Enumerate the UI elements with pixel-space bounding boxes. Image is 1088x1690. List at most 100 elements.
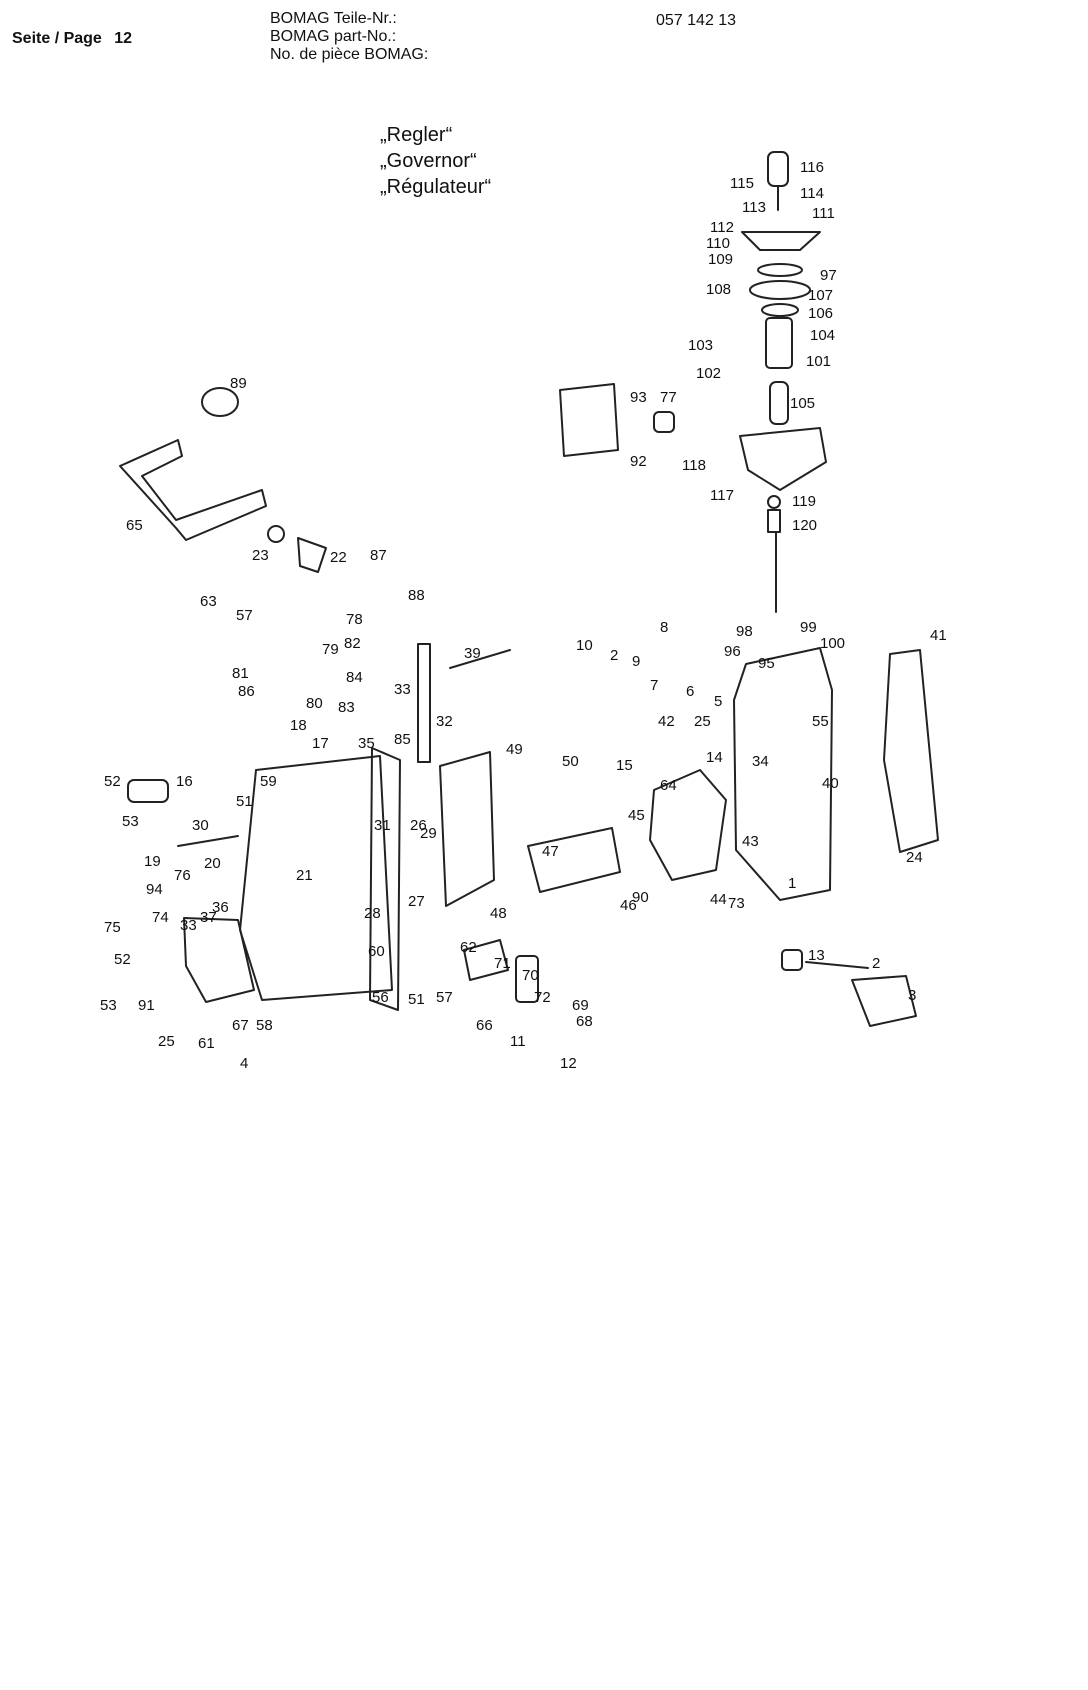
piston <box>769 381 789 425</box>
callout-89: 89 <box>230 375 247 392</box>
lever-shaft <box>449 649 511 669</box>
callout-5: 5 <box>714 693 722 710</box>
governor-cap <box>767 151 789 187</box>
callout-108: 108 <box>706 281 731 298</box>
cover-plate <box>439 751 495 907</box>
callout-66: 66 <box>476 1017 493 1034</box>
guide-bracket <box>515 955 539 1003</box>
callout-112: 112 <box>710 219 734 236</box>
callout-68: 68 <box>576 1013 593 1030</box>
diagram-titles: „Regler“ „Governor“ „Régulateur“ <box>380 122 491 200</box>
callout-35: 35 <box>358 735 375 752</box>
callout-37: 37 <box>200 909 217 926</box>
callout-82: 82 <box>344 635 361 652</box>
callout-75: 75 <box>104 919 121 936</box>
callout-94: 94 <box>146 881 163 898</box>
ring <box>267 525 285 543</box>
housing-gasket <box>883 649 939 853</box>
callout-39: 39 <box>464 645 481 662</box>
callout-3: 3 <box>908 987 916 1004</box>
callout-33: 33 <box>180 917 197 934</box>
spring-sleeve <box>765 317 793 369</box>
callout-84: 84 <box>346 669 363 686</box>
callout-70: 70 <box>522 967 539 984</box>
part-drawings <box>119 151 939 1027</box>
callout-23: 23 <box>252 547 269 564</box>
callout-2: 2 <box>872 955 880 972</box>
callout-72: 72 <box>534 989 551 1006</box>
partno-label-en: BOMAG part-No.: <box>270 28 397 45</box>
callout-91: 91 <box>138 997 155 1014</box>
callout-100: 100 <box>820 635 845 652</box>
callout-115: 115 <box>730 175 754 192</box>
title-fr: „Régulateur“ <box>380 176 492 198</box>
callout-53: 53 <box>100 997 117 1014</box>
callout-64: 64 <box>660 777 677 794</box>
callout-104: 104 <box>810 327 835 344</box>
seal <box>767 495 781 509</box>
stud <box>805 961 869 969</box>
callout-29: 29 <box>420 825 437 842</box>
callout-51: 51 <box>236 793 253 810</box>
page-indicator: Seite / Page 12 <box>12 30 132 48</box>
control-lever <box>417 643 431 763</box>
page-label: Seite / Page <box>12 30 102 47</box>
callout-120: 120 <box>792 517 817 534</box>
callout-33: 33 <box>394 681 411 698</box>
fitting-left <box>127 779 169 803</box>
page-number: 12 <box>114 30 133 47</box>
callout-36: 36 <box>212 899 229 916</box>
callout-44: 44 <box>710 891 727 908</box>
callout-117: 117 <box>710 487 734 504</box>
callout-25: 25 <box>694 713 711 730</box>
flyweight-carrier <box>649 769 727 881</box>
callout-102: 102 <box>696 365 721 382</box>
callout-20: 20 <box>204 855 221 872</box>
governor-housing <box>733 647 833 901</box>
callout-10: 10 <box>576 637 593 654</box>
callout-31: 31 <box>374 817 391 834</box>
cover-12 <box>851 975 917 1027</box>
sleeve <box>463 939 509 981</box>
callout-52: 52 <box>104 773 121 790</box>
callout-62: 62 <box>460 939 477 956</box>
plug <box>297 537 327 573</box>
callout-4: 4 <box>240 1055 248 1072</box>
o-ring <box>761 303 799 317</box>
rod-20 <box>177 835 239 847</box>
partno-label-fr: No. de pièce BOMAG: <box>270 46 429 63</box>
callout-41: 41 <box>930 627 947 644</box>
callout-119: 119 <box>792 493 816 510</box>
callout-78: 78 <box>346 611 363 628</box>
callout-95: 95 <box>758 655 775 672</box>
callout-69: 69 <box>572 997 589 1014</box>
callout-32: 32 <box>436 713 453 730</box>
callout-16: 16 <box>176 773 193 790</box>
title-en: „Governor“ <box>380 150 477 172</box>
callout-15: 15 <box>616 757 633 774</box>
fitting <box>653 411 675 433</box>
callout-99: 99 <box>800 619 817 636</box>
callout-42: 42 <box>658 713 675 730</box>
callout-83: 83 <box>338 699 355 716</box>
callout-85: 85 <box>394 731 411 748</box>
callout-50: 50 <box>562 753 579 770</box>
callout-14: 14 <box>706 749 723 766</box>
callout-58: 58 <box>256 1017 273 1034</box>
callout-92: 92 <box>630 453 647 470</box>
spring-sleeve-assembly <box>527 827 621 893</box>
callout-77: 77 <box>660 389 677 406</box>
callout-61: 61 <box>198 1035 215 1052</box>
callout-9: 9 <box>632 653 640 670</box>
callout-118: 118 <box>682 457 706 474</box>
callout-30: 30 <box>192 817 209 834</box>
callout-74: 74 <box>152 909 169 926</box>
callout-2: 2 <box>610 647 618 664</box>
callout-51: 51 <box>408 991 425 1008</box>
callout-13: 13 <box>808 947 825 964</box>
callout-111: 111 <box>812 205 835 222</box>
bushing <box>781 949 803 971</box>
callout-12: 12 <box>560 1055 577 1072</box>
partno-label-de: BOMAG Teile-Nr.: <box>270 10 397 27</box>
